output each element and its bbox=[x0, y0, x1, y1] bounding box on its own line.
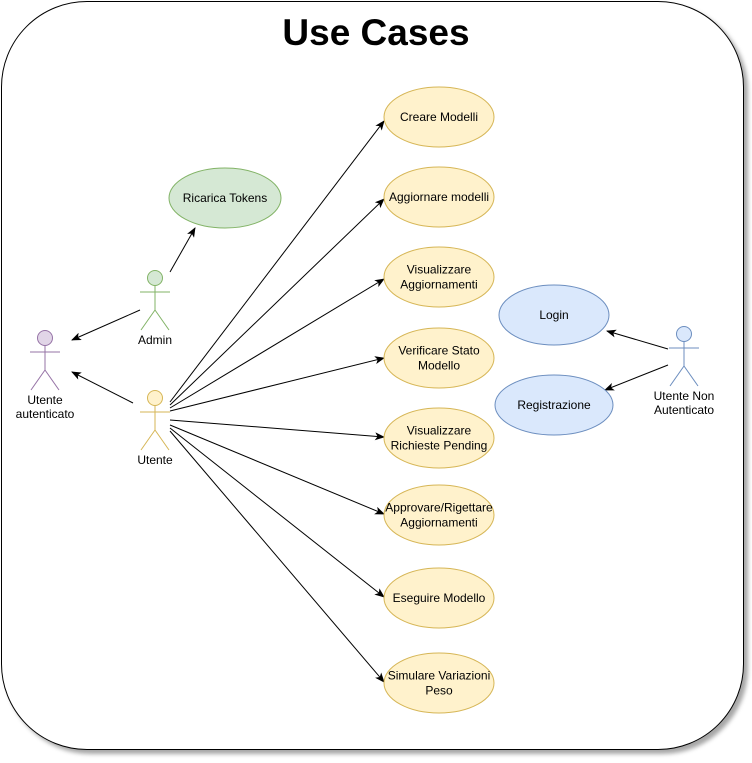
use-case-label: Aggiornamenti bbox=[400, 278, 477, 292]
use-case-label: Approvare/Rigettare bbox=[385, 501, 493, 515]
use-case-ellipse bbox=[383, 327, 495, 389]
actor-leg bbox=[30, 369, 46, 391]
use-case-login[interactable]: Login bbox=[498, 284, 610, 346]
actor-label: Utente Non bbox=[654, 389, 715, 403]
association-arrow bbox=[169, 278, 385, 409]
association-arrow bbox=[169, 427, 385, 598]
use-case-recharge-tokens[interactable]: Ricarica Tokens bbox=[168, 167, 282, 229]
association-arrow bbox=[169, 198, 385, 406]
actor-admin[interactable]: Admin bbox=[138, 270, 172, 348]
diagram-title: Use Cases bbox=[282, 12, 470, 53]
association-arrow bbox=[169, 419, 385, 441]
use-case-label: Peso bbox=[425, 684, 453, 698]
use-case-ellipse bbox=[383, 652, 495, 714]
association-arrow bbox=[71, 371, 134, 404]
actor-leg bbox=[44, 369, 60, 391]
actor-leg bbox=[140, 309, 156, 331]
actor-label: Admin bbox=[138, 333, 172, 347]
use-case-label: Simulare Variazioni bbox=[388, 669, 491, 683]
use-case-ellipse bbox=[168, 167, 282, 229]
use-case-ellipse bbox=[383, 484, 495, 546]
use-case-label: Creare Modelli bbox=[400, 110, 478, 124]
actor-leg bbox=[140, 429, 156, 451]
use-case-label: Richieste Pending bbox=[391, 439, 488, 453]
use-case-create-models[interactable]: Creare Modelli bbox=[383, 86, 495, 148]
actor-user[interactable]: Utente bbox=[137, 390, 173, 468]
association-arrow bbox=[169, 424, 385, 515]
use-case-label: Aggiornare modelli bbox=[389, 190, 489, 204]
use-case-label: Login bbox=[539, 308, 568, 322]
diagram-frame bbox=[1, 1, 744, 750]
use-case-ellipse bbox=[383, 246, 495, 308]
use-case-registration[interactable]: Registrazione bbox=[494, 374, 614, 436]
actor-label: Autenticato bbox=[654, 403, 714, 417]
actor-head bbox=[37, 330, 53, 346]
use-case-run-model[interactable]: Eseguire Modello bbox=[383, 567, 495, 629]
actor-label: autenticato bbox=[16, 407, 75, 421]
association-arrow bbox=[169, 227, 196, 273]
actor-leg bbox=[669, 365, 685, 387]
actor-head bbox=[147, 390, 163, 406]
actor-leg bbox=[154, 429, 170, 451]
use-case-ellipse bbox=[383, 86, 495, 148]
actor-leg bbox=[154, 309, 170, 331]
actor-head bbox=[147, 270, 163, 286]
use-case-label: Modello bbox=[418, 359, 460, 373]
association-arrow bbox=[169, 430, 385, 683]
use-case-ellipse bbox=[383, 166, 495, 228]
use-case-label: Visualizzare bbox=[407, 424, 472, 438]
actor-label: Utente bbox=[137, 453, 173, 467]
association-arrow bbox=[169, 120, 385, 403]
use-case-ellipse bbox=[383, 567, 495, 629]
association-arrow bbox=[604, 364, 669, 391]
use-case-ellipse bbox=[498, 284, 610, 346]
use-case-label: Registrazione bbox=[517, 398, 591, 412]
use-case-ellipse bbox=[494, 374, 614, 436]
actor-leg bbox=[683, 365, 699, 387]
association-arrow bbox=[169, 356, 385, 412]
use-case-label: Verificare Stato bbox=[398, 344, 480, 358]
actor-head bbox=[676, 326, 692, 342]
use-case-label: Ricarica Tokens bbox=[183, 191, 267, 205]
actor-label: Utente bbox=[27, 393, 63, 407]
use-case-ellipse bbox=[383, 407, 495, 469]
association-arrow bbox=[606, 329, 669, 350]
use-case-label: Eseguire Modello bbox=[393, 591, 486, 605]
association-arrow bbox=[71, 309, 141, 341]
use-case-update-models[interactable]: Aggiornare modelli bbox=[383, 166, 495, 228]
use-case-label: Aggiornamenti bbox=[400, 516, 477, 530]
use-case-label: Visualizzare bbox=[407, 263, 472, 277]
